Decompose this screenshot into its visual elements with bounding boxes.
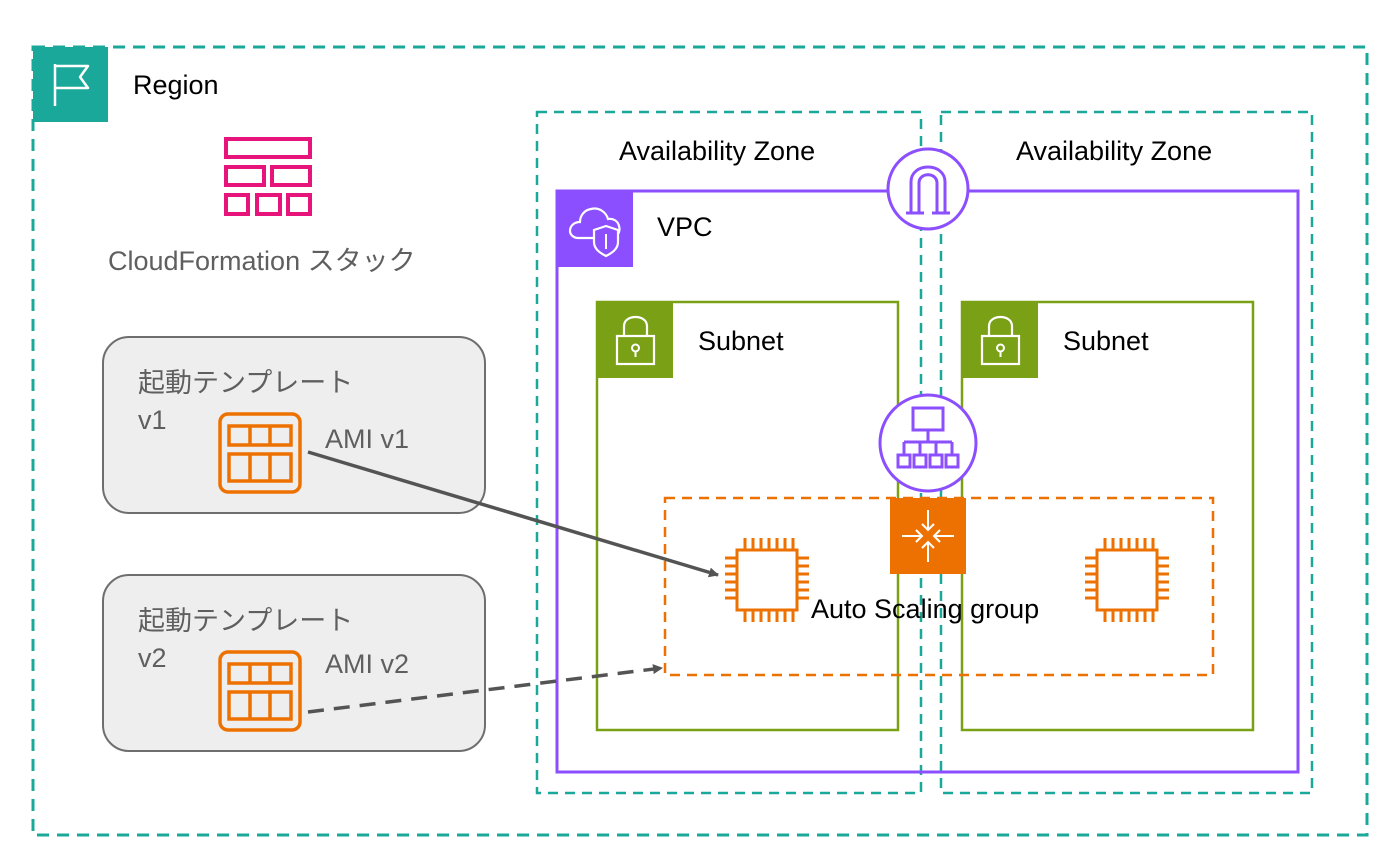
availability-zone-2 [939, 110, 1314, 795]
load-balancer-icon [878, 393, 978, 493]
launch-template-v1-card [102, 336, 486, 514]
availability-zone-1 [535, 110, 923, 795]
availability-zone-2-label: Availability Zone [1016, 136, 1213, 166]
ami-icon [218, 412, 302, 494]
ami-icon [218, 650, 302, 732]
auto-scaling-group-label: Auto Scaling group [811, 594, 1040, 624]
auto-scaling-icon [890, 498, 966, 574]
flag-icon [33, 47, 108, 122]
launch-template-v2-card [102, 574, 486, 752]
ec2-instance-icon [725, 538, 809, 622]
launch-template-v2-version: v2 [138, 643, 167, 673]
internet-gateway-icon [886, 147, 970, 231]
stack-label: CloudFormation スタック [108, 246, 416, 276]
vpc-label: VPC [657, 212, 713, 242]
cloudformation-stack-icon [224, 137, 312, 216]
ec2-instance-icon [1085, 538, 1169, 622]
connector-ami-v2-to-asg [307, 664, 663, 714]
launch-template-v1-version: v1 [138, 405, 167, 435]
ami-v2-label: AMI v2 [325, 649, 410, 679]
connector-ami-v1-to-instance [307, 450, 719, 578]
ami-v1-label: AMI v1 [325, 424, 410, 454]
padlock-icon [962, 302, 1038, 378]
subnet-1-label: Subnet [698, 326, 784, 356]
launch-template-v1-title: 起動テンプレート [138, 368, 354, 398]
availability-zone-1-label: Availability Zone [619, 136, 816, 166]
region-boundary [31, 45, 1369, 837]
padlock-icon [597, 302, 673, 378]
region-label: Region [133, 70, 219, 100]
launch-template-v2-title: 起動テンプレート [138, 606, 354, 636]
vpc-cloud-shield-icon [557, 191, 633, 267]
subnet-2-label: Subnet [1063, 326, 1149, 356]
